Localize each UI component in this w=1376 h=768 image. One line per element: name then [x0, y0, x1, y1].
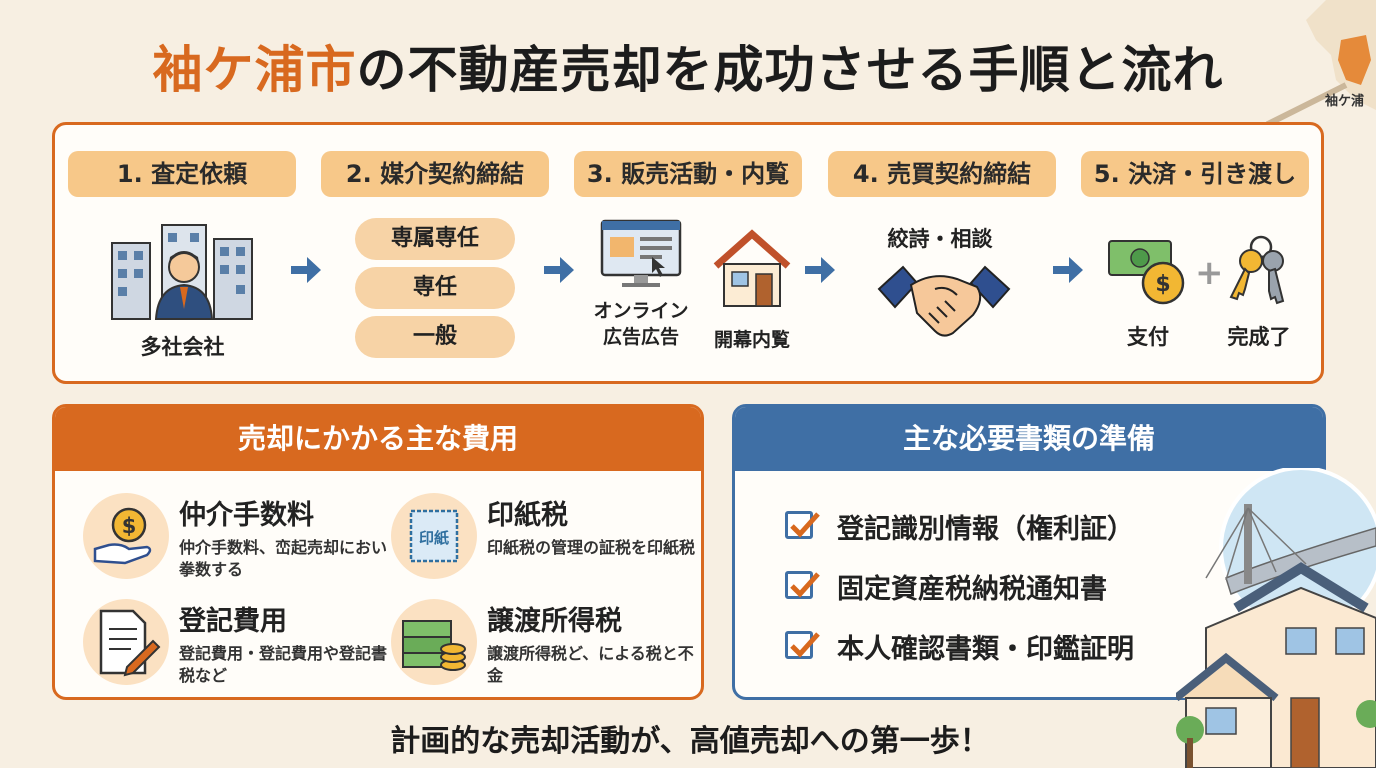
- money-stack-icon: [391, 599, 477, 685]
- svg-text:$: $: [122, 514, 137, 538]
- step-5-header: 5. 決済・引き渡し: [1081, 151, 1309, 197]
- cost-desc: 譲渡所得税ど、による税と不金: [487, 644, 694, 685]
- costs-header: 売却にかかる主な費用: [55, 407, 701, 471]
- cost-name: 譲渡所得税: [487, 606, 622, 637]
- arrow-right-icon: [291, 257, 321, 283]
- svg-text:印紙: 印紙: [419, 529, 449, 547]
- map-label: 袖ケ浦: [1324, 94, 1364, 109]
- monitor-icon: [600, 219, 682, 287]
- title-city: 袖ケ浦市: [152, 41, 357, 99]
- arrow-right-icon: [805, 257, 835, 283]
- cost-desc: 登記費用・登記費用や登記書税など: [179, 644, 388, 685]
- checkbox-checked-icon: [785, 511, 820, 539]
- footer-slogan: 計画的な売却活動が、高値売却への第一歩！: [390, 724, 990, 759]
- contract-option-exclusive: 専属専任: [355, 218, 515, 260]
- step-4-header: 4. 売買契約締結: [828, 151, 1056, 197]
- svg-text:$: $: [1155, 272, 1170, 297]
- stamp-icon: 印紙: [391, 493, 477, 579]
- document-label: 固定資産税納税通知書: [837, 574, 1107, 605]
- handshake-icon: [877, 265, 1011, 337]
- buildings-person-icon: [111, 224, 253, 320]
- costs-panel: 売却にかかる主な費用 $ 仲介手数料 仲介手数料、峦起売却におい拳数する 印紙 …: [52, 404, 704, 700]
- house-icon: [713, 229, 791, 307]
- page-title: 袖ケ浦市の不動産売却を成功させる手順と流れ: [0, 30, 1376, 102]
- documents-header: 主な必要書類の準備: [735, 407, 1323, 471]
- cost-desc: 印紙税の管理の証税を印紙税: [487, 538, 696, 557]
- money-coin-icon: $: [1108, 240, 1185, 305]
- keys-icon: [1229, 235, 1285, 305]
- cost-item-commission: $ 仲介手数料 仲介手数料、峦起売却におい拳数する: [83, 493, 387, 593]
- step-3-caption-online: オンライン 広告広告: [593, 300, 689, 348]
- checkbox-checked-icon: [785, 571, 820, 599]
- document-label: 本人確認書類・印鑑証明: [837, 634, 1134, 665]
- step-3-caption-viewing: 開幕内覧: [713, 329, 790, 351]
- step-5-caption-payment: 支付: [1127, 325, 1169, 349]
- document-label: 登記識別情報（権利証）: [837, 514, 1134, 545]
- title-main: の不動産売却を成功させる手順と流れ: [356, 41, 1224, 99]
- cost-name: 印紙税: [487, 500, 568, 531]
- arrow-right-icon: [1053, 257, 1083, 283]
- document-pen-icon: [83, 599, 169, 685]
- step-2-header: 2. 媒介契約締結: [321, 151, 549, 197]
- step-3-header: 3. 販売活動・内覧: [574, 151, 802, 197]
- step-5-caption-complete: 完成了: [1227, 325, 1291, 349]
- step-1-header: 1. 査定依頼: [68, 151, 296, 197]
- contract-option-special: 専任: [355, 267, 515, 309]
- process-panel: 1. 査定依頼 2. 媒介契約締結 3. 販売活動・内覧 4. 売買契約締結 5…: [52, 122, 1324, 384]
- step-1-caption: 多社会社: [140, 335, 225, 359]
- arrow-right-icon: [544, 257, 574, 283]
- cost-item-capital-gains: 譲渡所得税 譲渡所得税ど、による税と不金: [391, 599, 694, 697]
- bridge-house-illustration: [1176, 468, 1376, 768]
- cost-name: 登記費用: [179, 606, 287, 637]
- cost-item-stamp-tax: 印紙 印紙税 印紙税の管理の証税を印紙税: [391, 493, 695, 593]
- plus-sign: +: [1195, 253, 1224, 293]
- cost-desc: 仲介手数料、峦起売却におい拳数する: [179, 538, 388, 579]
- coin-hand-icon: $: [83, 493, 169, 579]
- map-icon: [1266, 0, 1376, 128]
- cost-name: 仲介手数料: [179, 500, 314, 531]
- checkbox-checked-icon: [785, 631, 820, 659]
- contract-option-general: 一般: [355, 316, 515, 358]
- step-4-caption: 絞詩・相談: [887, 227, 993, 251]
- cost-item-registration: 登記費用 登記費用・登記費用や登記書税など: [83, 599, 387, 697]
